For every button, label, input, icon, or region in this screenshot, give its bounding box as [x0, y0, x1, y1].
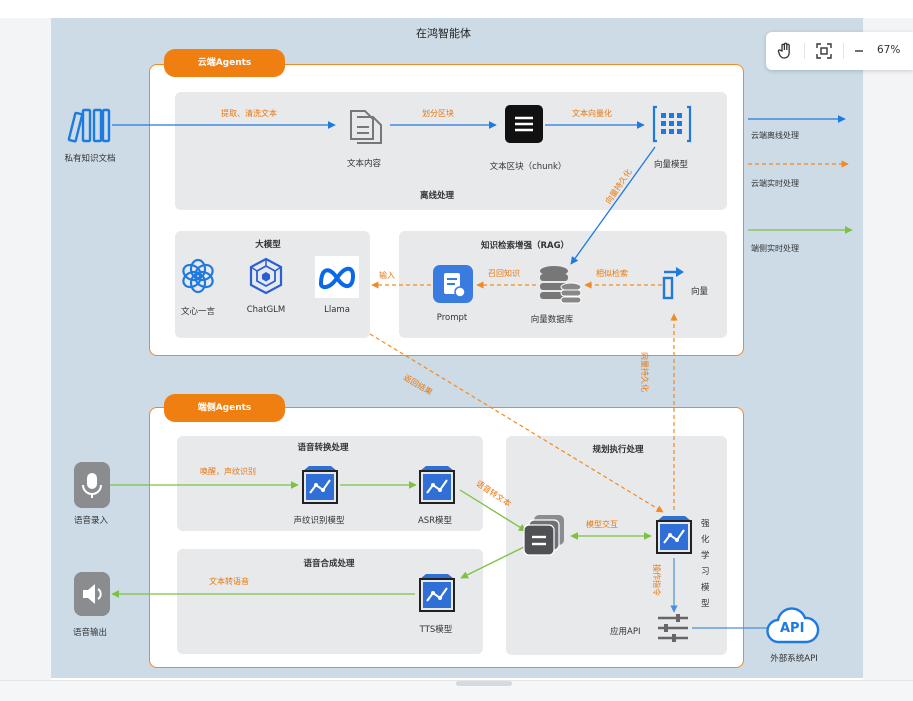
voice-input-label: 语音录入: [73, 516, 109, 526]
zoom-toolbar: 67%: [766, 32, 913, 70]
synth-panel-label: 语音合成处理: [303, 559, 355, 569]
api-icon-text: API: [780, 621, 805, 636]
label-extract: 提取、清洗文本: [221, 109, 277, 118]
vector-model-label: 向量模型: [653, 160, 689, 170]
prompt-icon: [433, 265, 473, 303]
label-vector-persist2: 向量持久化: [640, 352, 649, 392]
fit-screen-icon[interactable]: [811, 38, 837, 64]
legend-cloud-realtime: 云端实时处理: [751, 179, 799, 188]
speech-panel-label: 语音转换处理: [297, 443, 349, 453]
diagram-title: 在鸿智能体: [416, 27, 471, 40]
prompt-label: Prompt: [436, 313, 468, 323]
label-recall: 召回知识: [488, 269, 520, 278]
edge-speech-text: [459, 489, 527, 532]
text-chunk-icon: [505, 105, 543, 143]
label-split: 划分区块: [422, 109, 454, 118]
vector-db-label: 向量数据库: [530, 315, 574, 325]
edge-persist: [570, 146, 656, 265]
voiceprint-model-icon: [301, 465, 339, 509]
asr-model-icon: [418, 465, 456, 509]
label-similar: 相似检索: [596, 269, 628, 278]
agent-hub-icon: [522, 513, 566, 561]
rl-model-icon: [655, 515, 693, 559]
tts-model-icon: [418, 573, 456, 617]
legend-edge-realtime: 端侧实时处理: [751, 244, 799, 253]
vector-icon: [658, 262, 690, 306]
text-chunk-label: 文本区块（chunk）: [489, 162, 567, 172]
private-docs-label: 私有知识文档: [64, 154, 116, 164]
rag-panel-label: 知识检索增强（RAG）: [480, 241, 570, 251]
chatglm-icon: [247, 257, 285, 299]
offline-panel-label: 离线处理: [419, 191, 455, 201]
app-api-label: 应用API: [610, 627, 641, 637]
document-icon: [345, 107, 385, 151]
label-model-interact: 模型交互: [586, 520, 618, 529]
cloud-agents-label: 云端Agents: [164, 49, 285, 77]
offline-panel: [175, 92, 727, 210]
database-icon: [538, 265, 584, 311]
vector-model-icon: [652, 104, 692, 148]
legend-offline: 云端离线处理: [751, 131, 799, 140]
rl-model-label: 强化学习模型: [701, 519, 710, 609]
label-operate: 操作指令: [652, 564, 661, 596]
scroll-handle[interactable]: [456, 681, 512, 686]
edge-return: [369, 333, 664, 513]
speaker-icon: [74, 572, 110, 616]
wenxin-label: 文心一言: [180, 307, 216, 317]
llm-panel-label: 大模型: [255, 240, 281, 250]
vector-label: 向量: [691, 287, 709, 297]
text-content-label: 文本内容: [346, 159, 382, 169]
external-api-label: 外部系统API: [770, 654, 818, 664]
voiceprint-model-label: 声纹识别模型: [293, 516, 345, 526]
zoom-level[interactable]: 67%: [877, 44, 901, 56]
tts-model-label: TTS模型: [419, 625, 453, 635]
llama-label: Llama: [324, 305, 350, 315]
minus-icon[interactable]: [846, 38, 872, 64]
toolbar-separator: [843, 43, 844, 59]
openai-icon: [180, 258, 216, 298]
right-gutter: [863, 18, 913, 680]
api-cloud-icon: API: [765, 604, 821, 652]
edge-agents-label: 端侧Agents: [164, 394, 285, 422]
microphone-icon: [74, 462, 110, 508]
label-vectorize: 文本向量化: [572, 109, 612, 118]
sliders-icon: [656, 612, 690, 648]
chatglm-label: ChatGLM: [246, 305, 286, 315]
voice-output-label: 语音输出: [72, 628, 108, 638]
label-wake: 唤醒，声纹识别: [200, 467, 256, 476]
edge-hub-tts: [460, 544, 529, 579]
asr-model-label: ASR模型: [417, 516, 453, 526]
bottom-scrollbar[interactable]: [0, 680, 913, 701]
toolbar-separator: [804, 43, 805, 59]
meta-icon: [315, 256, 359, 298]
label-input: 输入: [379, 271, 395, 280]
books-icon: [67, 107, 111, 147]
left-gutter: [0, 18, 51, 680]
label-tts: 文本转语音: [209, 577, 249, 586]
plan-panel-label: 规划执行处理: [592, 445, 644, 455]
hand-icon[interactable]: [772, 38, 798, 64]
